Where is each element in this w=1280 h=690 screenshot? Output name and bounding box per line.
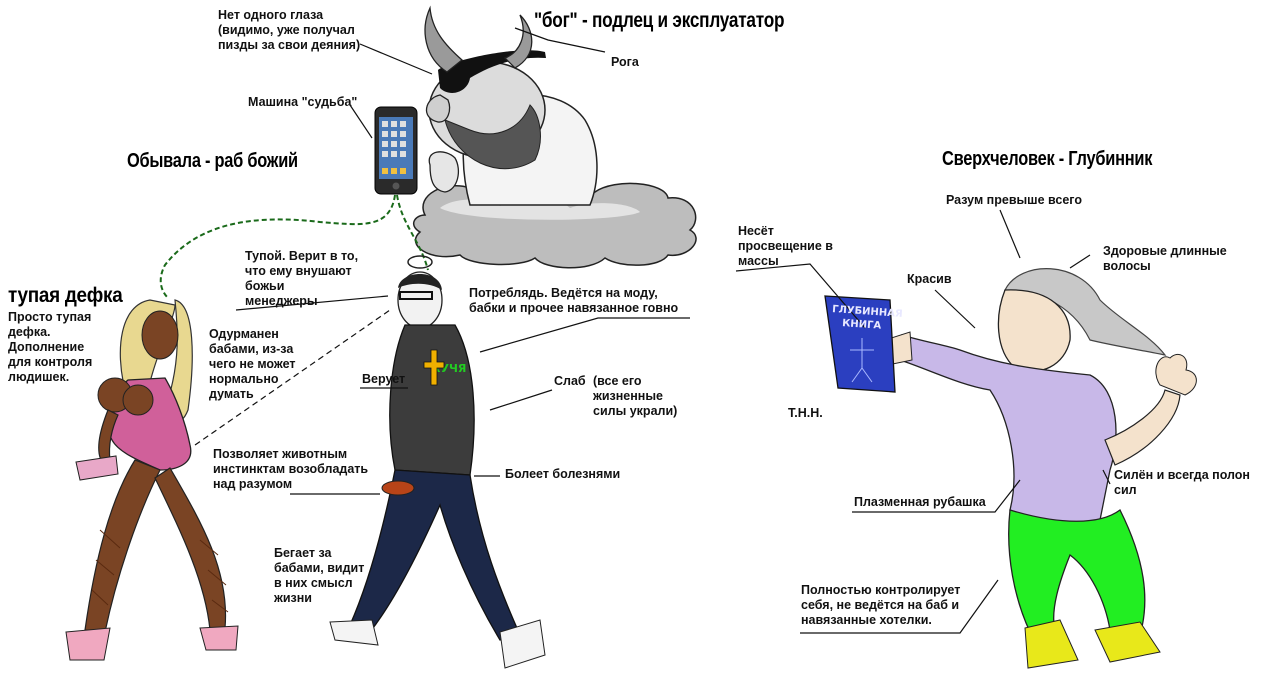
label-girl-desc: Просто тупая дефка. Дополнение для контр… xyxy=(8,310,93,384)
leader-lines xyxy=(194,27,1111,634)
superman-pants xyxy=(1008,509,1146,636)
label-consumer: Потреблядь. Ведётся на моду, бабки и про… xyxy=(469,286,679,315)
svg-text:КНИГА: КНИГА xyxy=(842,318,882,332)
normie-jeans xyxy=(349,469,521,641)
label-hair: Здоровые длинные волосы xyxy=(1103,244,1227,273)
god-eye-patch xyxy=(438,50,546,93)
smartphone xyxy=(374,106,418,195)
label-handsome: Красив xyxy=(907,272,952,286)
label-sick: Болеет болезнями xyxy=(505,467,621,481)
cross-icon xyxy=(423,349,445,386)
label-instincts: Позволяет животным инстинктам возобладат… xyxy=(213,447,369,491)
label-reason: Разум превыше всего xyxy=(946,193,1082,207)
label-fooled: Одурманен бабами, из-за чего не может но… xyxy=(209,327,296,401)
girl-purse xyxy=(75,455,119,481)
girl-heading: тупая дефка xyxy=(8,284,123,307)
label-weak: Слаб xyxy=(554,374,586,388)
label-plasma-shirt: Плазменная рубашка xyxy=(854,495,986,509)
label-believes: Верует xyxy=(362,372,406,386)
label-weak-note: (все его жизненные силы украли) xyxy=(593,374,678,418)
book-title: ГЛУБИННАЯ КНИГА xyxy=(832,304,903,383)
normie-shoe-right xyxy=(499,619,546,669)
god-horn-left xyxy=(424,5,464,73)
label-strong: Силён и всегда полон сил xyxy=(1114,468,1250,497)
superman-heading: Сверхчеловек - Глубинник xyxy=(942,148,1153,170)
label-enlighten: Несёт просвещение в массы xyxy=(738,224,833,268)
deep-book xyxy=(824,295,896,393)
svg-text:ГЛУБИННАЯ: ГЛУБИННАЯ xyxy=(832,304,903,320)
leash-wires xyxy=(159,194,429,299)
label-thn: Т.Н.Н. xyxy=(788,406,823,420)
normie-figure: ХУЧЯ xyxy=(329,255,546,669)
label-missing-eye: Нет одного глаза (видимо, уже получал пи… xyxy=(218,8,361,52)
plasma-shirt xyxy=(899,334,1117,523)
god-heading: "бог" - подлец и эксплуататор xyxy=(534,9,785,32)
normie-hoodie xyxy=(389,324,475,476)
label-stupid: Тупой. Верит в то, что ему внушают божьи… xyxy=(245,249,359,308)
label-chases: Бегает за бабами, видит в них смысл жизн… xyxy=(274,546,365,605)
normie-heading: Обывала - раб божий xyxy=(127,150,298,172)
girl-legs xyxy=(84,459,161,633)
girl-heel-right xyxy=(199,625,239,651)
girl-heel-left xyxy=(65,627,111,661)
label-fate-machine: Машина "судьба" xyxy=(248,95,358,109)
label-control: Полностью контролирует себя, не ведётся … xyxy=(801,583,961,627)
god-beard xyxy=(444,104,541,170)
superman-hair xyxy=(1004,268,1167,356)
superman-figure xyxy=(824,268,1197,669)
label-horns: Рога xyxy=(611,55,639,69)
normie-shoe-left xyxy=(329,619,379,646)
girl-figure xyxy=(65,299,239,661)
superman-shoe-right xyxy=(1094,621,1161,663)
god-figure xyxy=(412,5,697,269)
superman-shoe-left xyxy=(1024,619,1079,669)
god-horn-right xyxy=(503,14,533,69)
